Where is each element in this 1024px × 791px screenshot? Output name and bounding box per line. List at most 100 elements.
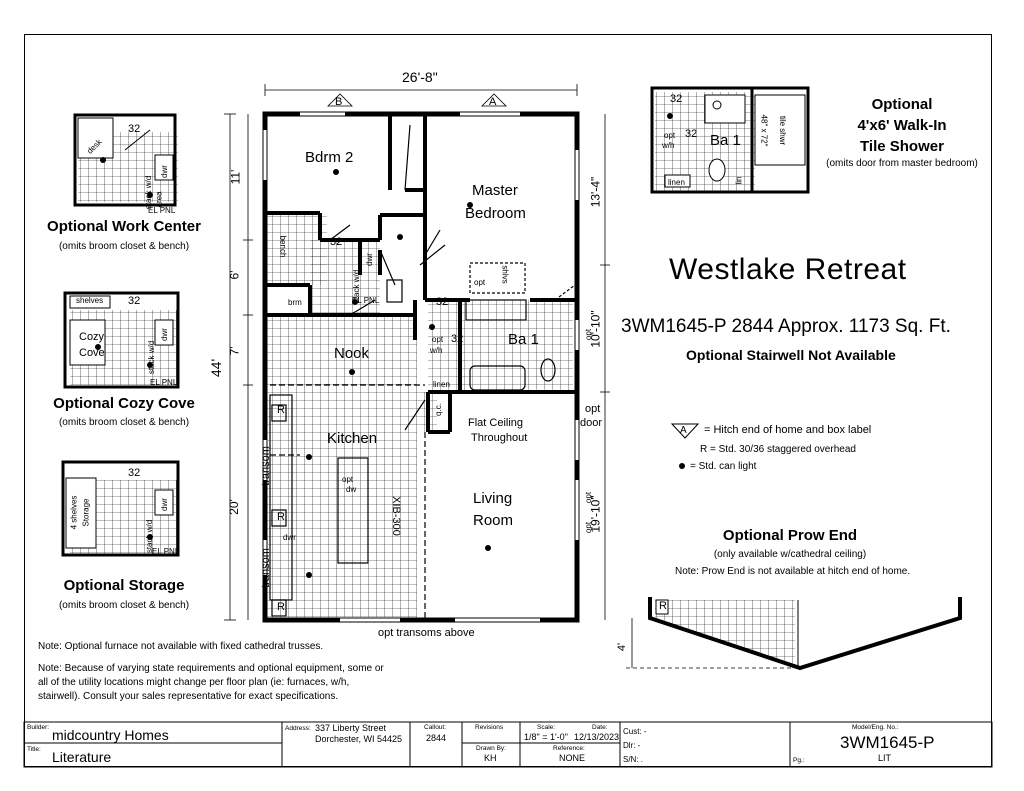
work-center-32: 32 <box>128 123 141 135</box>
flat-ceiling-l2: Throughout <box>471 432 528 444</box>
work-center-drawing <box>73 113 178 207</box>
tb-pg: LIT <box>878 753 892 763</box>
cozy-cove-title: Optional Cozy Cove <box>53 395 195 412</box>
dim-right-1: 13'-4" <box>588 176 603 208</box>
opt-wh-1: opt <box>432 335 444 344</box>
work-center-stack: stack w/d <box>144 175 154 210</box>
tb-drawn-label: Drawn By: <box>476 745 506 752</box>
cozy-cove-drawing <box>63 291 180 389</box>
dim-left-4: 20' <box>226 499 241 515</box>
door-32-bdrm2: 32 <box>330 236 343 248</box>
tb-builder: midcountry Homes <box>52 727 169 743</box>
prow-note: Note: Prow End is not available at hitch… <box>675 566 911 577</box>
shower-wh: w/h <box>662 141 675 150</box>
dim-left-2: 6' <box>227 270 242 280</box>
legend-hitch: = Hitch end of home and box label <box>704 424 872 436</box>
tb-drawn: KH <box>484 753 497 763</box>
storage-label: Storage <box>81 498 91 527</box>
room-master-l1: Master <box>472 182 518 199</box>
linen-main: linen <box>433 380 450 389</box>
storage-sub: (omits broom closet & bench) <box>58 600 190 611</box>
tb-title: Literature <box>52 749 112 765</box>
stair-note: Optional Stairwell Not Available <box>686 347 896 363</box>
dim-left-1: 11' <box>228 169 243 185</box>
door-32-master: 32 <box>436 296 449 308</box>
dwr-kitchen: dwr <box>283 533 296 542</box>
tb-date-label: Date: <box>592 724 608 731</box>
main-floor-plan <box>224 84 610 623</box>
prow-drawing <box>626 597 962 671</box>
work-center-title: Optional Work Center <box>47 218 201 235</box>
cozy-32: 32 <box>128 295 141 307</box>
section-b-label: B <box>335 96 343 108</box>
tb-ref: NONE <box>559 753 586 763</box>
tb-ref-label: Reference: <box>553 745 585 752</box>
brm-label: brm <box>288 298 302 307</box>
transom-upper: transom <box>259 446 272 486</box>
tb-pg-label: Pg.: <box>793 757 805 764</box>
shower-32-mid: 32 <box>685 128 698 140</box>
prow-title: Optional Prow End <box>722 527 858 544</box>
room-living-l1: Living <box>473 490 513 507</box>
note-utility: Note: Because of varying state requireme… <box>38 663 384 702</box>
opt-bath-window: opt <box>584 328 594 341</box>
tb-callout: 2844 <box>426 733 447 743</box>
flat-ceiling-l1: Flat Ceiling <box>468 417 524 429</box>
shower-linen: linen <box>668 178 685 187</box>
storage-shelves: 4 shelves <box>69 495 79 530</box>
cozy-shelves: shelves <box>76 296 104 305</box>
drawing-sheet <box>24 34 992 767</box>
storage-drawing <box>61 460 180 557</box>
shlvs-label: shlvs <box>500 265 510 284</box>
legend-r: R = Std. 30/36 staggered overhead <box>700 444 856 455</box>
cozy-stack: stack w/d <box>147 340 157 375</box>
shower-ba1: Ba 1 <box>710 132 741 149</box>
tb-address-l2: Dorchester, WI 54425 <box>315 734 403 744</box>
room-nook: Nook <box>334 345 370 362</box>
shower-lin: lin <box>734 176 744 185</box>
shower-opt: opt <box>664 131 676 140</box>
note-furnace: Note: Optional furnace not available wit… <box>38 641 324 652</box>
opt-label-kitchen: opt <box>342 475 354 484</box>
overall-length-dim: 44' <box>208 358 225 378</box>
shower-sub: (omits door from master bedroom) <box>826 158 978 169</box>
room-living-l2: Room <box>473 512 514 529</box>
bench-label: bench <box>278 235 288 258</box>
storage-title: Optional Storage <box>63 577 185 594</box>
tb-title-label: Title: <box>27 746 41 753</box>
opt-transoms: opt transoms above <box>378 627 475 639</box>
xib-label: XIB-300 <box>389 496 402 536</box>
tb-address-l1: 337 Liberty Street <box>315 723 387 733</box>
tb-model: 3WM1645-P <box>840 733 935 752</box>
door-32-bath: 32 <box>451 333 464 345</box>
legend-can-light: = Std. can light <box>690 461 757 472</box>
tb-sn: S/N: . <box>623 755 644 764</box>
range-r-1: R <box>277 404 285 416</box>
overall-width-dim: 26'-8" <box>402 69 438 85</box>
tb-callout-label: Callout: <box>424 724 447 731</box>
range-r-2: R <box>277 511 285 523</box>
room-kitchen: Kitchen <box>327 430 378 447</box>
cozy-cove-l1: Cozy <box>79 331 105 343</box>
cozy-cove-sub: (omits broom closet & bench) <box>58 417 190 428</box>
qc-label: q.c. <box>433 403 443 416</box>
opt-door-l2: door <box>580 417 603 429</box>
opt-door-l1: opt <box>585 403 601 415</box>
tb-dlr: Dlr: - <box>623 741 641 750</box>
opt-dw-label: dw <box>346 485 357 494</box>
legend-hitch-letter: A <box>680 425 687 436</box>
room-bdrm2: Bdrm 2 <box>305 149 354 166</box>
dwr-laundry: dwr <box>364 253 374 266</box>
tb-date: 12/13/2023 <box>574 732 620 742</box>
cozy-cove-l2: Cove <box>79 347 105 359</box>
room-ba1: Ba 1 <box>508 331 539 348</box>
tb-scale: 1/8" = 1'-0" <box>524 732 568 742</box>
storage-dwr: dwr <box>159 498 169 511</box>
tb-builder-label: Builder: <box>27 724 50 731</box>
work-center-dwr: dwr <box>159 165 169 178</box>
cozy-el-pnl: EL PNL <box>150 378 178 387</box>
wh-1: w/h <box>430 346 443 355</box>
tb-revisions-label: Revisions <box>475 724 504 731</box>
section-a-label: A <box>489 96 497 108</box>
